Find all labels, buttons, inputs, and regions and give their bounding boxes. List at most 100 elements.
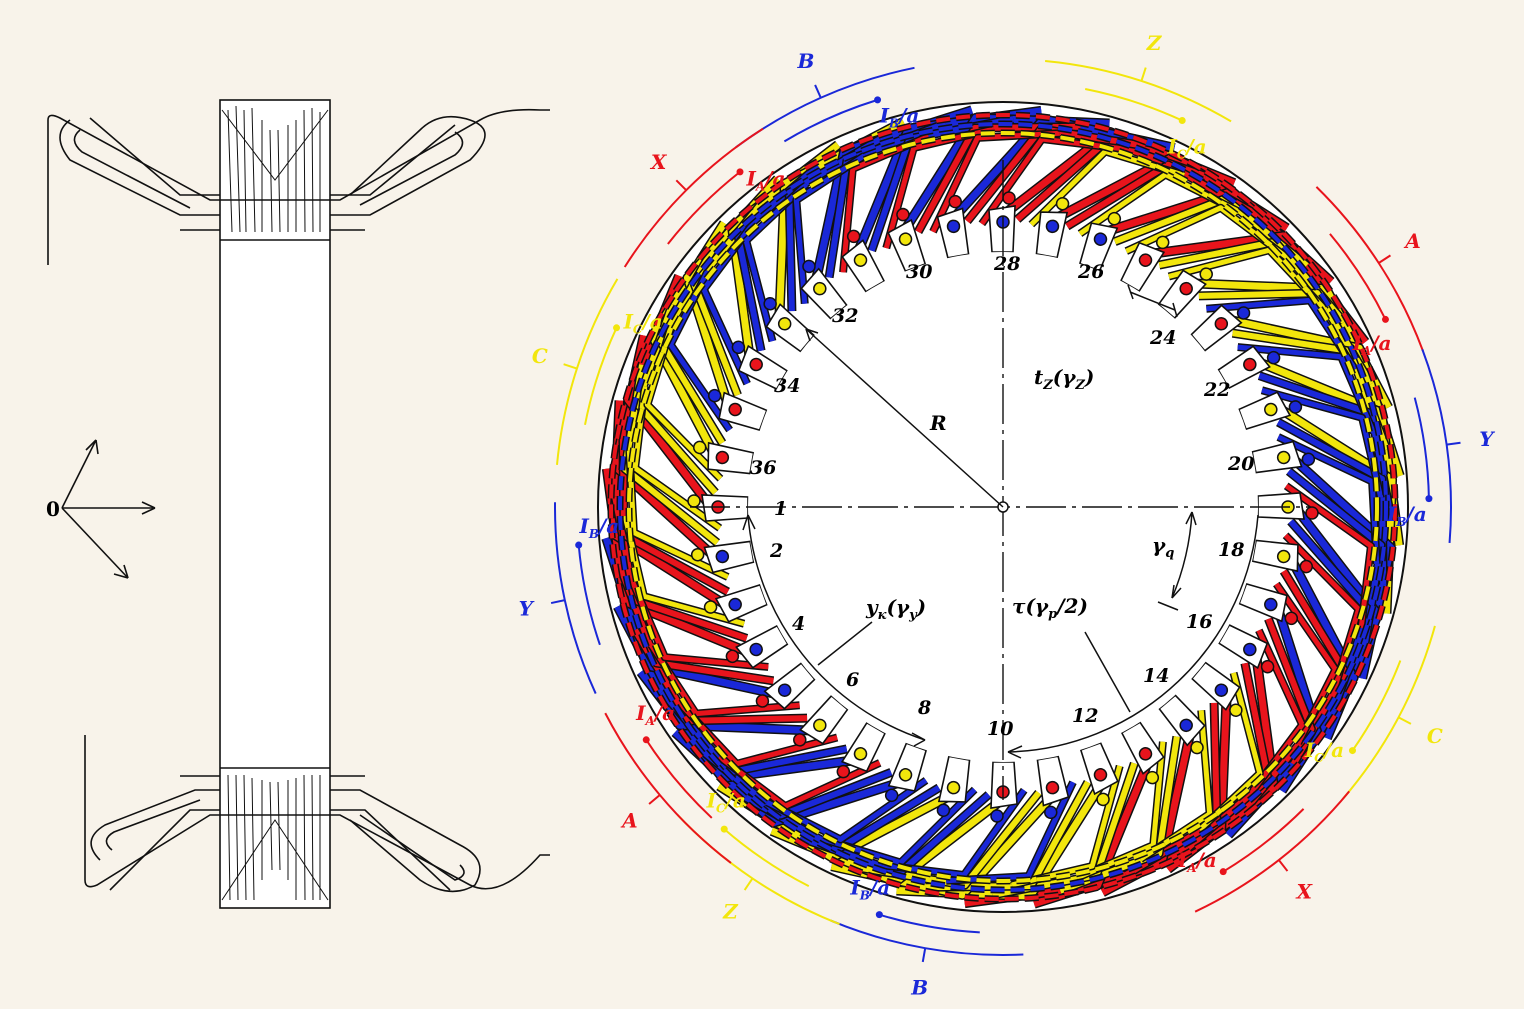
current-arrow [1351, 660, 1402, 752]
coil-side-view [47, 99, 550, 909]
radius-line [805, 328, 1004, 508]
slot-number: 8 [917, 697, 931, 719]
conductor-top [703, 600, 718, 614]
conductor-bottom [1214, 317, 1229, 331]
band-brace [1045, 59, 1232, 123]
coil-rim [609, 113, 1397, 901]
stator-slot [793, 694, 849, 747]
conductor-top [731, 340, 746, 355]
slot-tooth [988, 205, 1016, 253]
conductor-top [1288, 400, 1303, 414]
core-block [219, 99, 331, 909]
band-brace-tip [675, 179, 687, 191]
current-label: IA/a [1177, 848, 1217, 875]
band-brace-tip [1278, 859, 1289, 872]
stator-slot [707, 388, 768, 432]
stator-slot [841, 229, 886, 293]
conductor-top [1301, 452, 1316, 467]
slot-tooth [1190, 661, 1241, 711]
stator-slot [755, 662, 816, 710]
current-label: IA/a [635, 701, 675, 728]
phase-band: ZIC/a [1045, 31, 1232, 162]
conductor-bottom [1214, 683, 1229, 697]
phase-zone-arc [1157, 511, 1197, 611]
conductor-top [687, 494, 701, 508]
coil-end-conductor [622, 515, 745, 627]
phase-band: YIB/a [1386, 348, 1495, 544]
slot-number: 36 [750, 457, 776, 479]
phase-label: B [910, 976, 928, 1000]
stator-slot [1217, 345, 1281, 390]
phase-band: AIA/a [1315, 186, 1424, 358]
current-arrow [1084, 88, 1183, 122]
phase-label: C [532, 344, 548, 368]
pole-pitch-arc [1007, 514, 1259, 759]
coil-end-conductor [717, 754, 881, 809]
phase-label: X [649, 150, 668, 174]
conductor-bottom [715, 450, 730, 465]
stator-slot [1078, 211, 1122, 272]
coil-end-conductor [1168, 247, 1328, 313]
slot-numbers: 1 2 4 6 8 10 12 14 16 18 20 22 24 26 28 … [750, 253, 1254, 740]
band-brace-tip [743, 877, 754, 891]
current-arrow [667, 171, 741, 245]
slot-number: 28 [993, 253, 1020, 275]
phase-label: Y [1479, 427, 1495, 451]
origin-label: 0 [46, 497, 60, 521]
slot-tooth [1157, 269, 1207, 320]
current-label: IA/a [745, 166, 785, 193]
slot-tooth [840, 721, 887, 773]
conductor-top [936, 803, 951, 818]
band-brace [1421, 348, 1452, 544]
bottom-loop [90, 789, 481, 893]
phase-label: A [1403, 229, 1421, 253]
conductor-top [1002, 191, 1016, 205]
slot-tooth [887, 742, 928, 792]
slot-tooth [1078, 222, 1119, 272]
slot-tooth [1036, 755, 1070, 807]
slot-tooth [990, 761, 1018, 809]
slot-tooth [1251, 440, 1303, 474]
band-brace-tip [648, 794, 661, 805]
conductor-bottom [946, 780, 961, 795]
conductor-top [1107, 211, 1122, 226]
band-brace-tip [550, 599, 565, 605]
conductor-bottom [1264, 402, 1278, 417]
current-arrow [645, 739, 713, 819]
phase-label: A [620, 809, 638, 833]
conductor-bottom [1093, 768, 1108, 782]
band-brace-tip [1378, 254, 1392, 264]
phase-zone-label: γq [1152, 533, 1174, 561]
slot-number: 20 [1227, 453, 1254, 475]
current-arrow [723, 828, 810, 888]
slot-tooth [737, 344, 789, 391]
current-arrow [577, 544, 601, 646]
stator-slot [1251, 539, 1314, 574]
conductor-bottom [728, 402, 742, 417]
slot-number: 32 [832, 305, 858, 327]
slot-number: 4 [792, 613, 805, 635]
band-brace-tip [563, 363, 578, 370]
conductor-top [763, 297, 777, 311]
stator-slot [1237, 391, 1303, 431]
stator-slot [1035, 196, 1070, 259]
stator-slot [1251, 440, 1316, 474]
coil-pitch-arc [742, 514, 926, 747]
conductor-bottom [777, 683, 792, 697]
conductor-top [1145, 770, 1160, 785]
radius-label: R [929, 411, 947, 435]
conductor-top [1055, 196, 1070, 211]
current-label: IC/a [1166, 135, 1206, 162]
slot-tooth [707, 441, 755, 475]
slot-number: 24 [1149, 327, 1176, 349]
pole-pitch-label: τ(γp/2) [1012, 594, 1088, 622]
phase-label: C [1427, 724, 1443, 748]
conductor-top [1266, 350, 1281, 365]
slot-number: 6 [846, 669, 859, 691]
phase-label: Y [519, 596, 535, 620]
conductor-top [1199, 267, 1213, 281]
origin-axes [61, 439, 156, 579]
current-arrowhead [613, 324, 621, 332]
conductor-top [690, 547, 705, 562]
